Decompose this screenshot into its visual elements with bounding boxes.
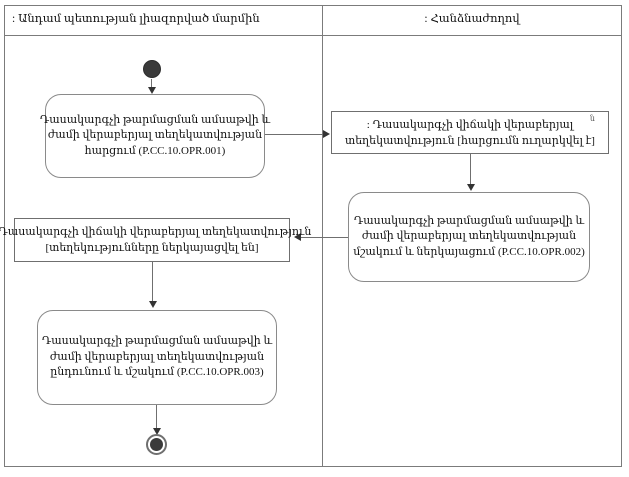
activity-text-line: Դասակարգչի թարմացման ամսաթվի և <box>41 335 273 348</box>
activity-text-line: ընդունում և մշակում (P.CC.10.OPR.003) <box>50 366 264 379</box>
activity-node-opr002: Դասակարգչի թարմացման ամսաթվի և ժամի վերա… <box>348 192 590 282</box>
flow-info-to-opr003 <box>152 262 153 302</box>
corner-mark-glyph: ն <box>589 114 595 123</box>
activity-text-line: հարցում (P.CC.10.OPR.001) <box>84 144 226 157</box>
activity-text-line: ժամի վերաբերյալ տեղեկատվության <box>361 230 577 243</box>
flow-request-to-opr002 <box>470 154 471 185</box>
lane-header-underline <box>4 35 622 36</box>
activity-text-line: մշակում և ներկայացում (P.CC.10.OPR.002) <box>353 245 585 258</box>
object-node-info-submitted: : Դասակարգչի վիճակի վերաբերյալ տեղեկատվո… <box>0 218 311 262</box>
arrowhead-right-icon <box>323 130 330 138</box>
flow-start-to-opr001 <box>151 79 152 88</box>
flow-opr003-to-end <box>156 405 157 429</box>
object-text-line: տեղեկատվություն [հարցումն ուղարկվել է] <box>345 134 595 147</box>
activity-node-opr003: Դասակարգչի թարմացման ամսաթվի և ժամի վերա… <box>37 310 277 405</box>
flow-opr002-to-info <box>301 237 348 238</box>
arrowhead-down-icon <box>467 184 475 191</box>
flow-opr001-to-request <box>265 134 324 135</box>
activity-text-line: ժամի վերաբերյալ տեղեկատվության <box>49 350 265 363</box>
arrowhead-down-icon <box>153 428 161 435</box>
start-node <box>143 60 161 78</box>
activity-text-line: Դասակարգչի թարմացման ամսաթվի և <box>39 113 271 126</box>
object-text-line: : Դասակարգչի վիճակի վերաբերյալ <box>366 118 574 131</box>
arrowhead-down-icon <box>149 301 157 308</box>
object-node-request-sent: : Դասակարգչի վիճակի վերաբերյալ տեղեկատվո… <box>331 111 609 154</box>
activity-text-line: ժամի վերաբերյալ տեղեկատվության <box>47 129 263 142</box>
end-node-core <box>150 438 163 451</box>
object-text-line: : Դասակարգչի վիճակի վերաբերյալ տեղեկատվո… <box>0 226 312 238</box>
activity-node-opr001: Դասակարգչի թարմացման ամսաթվի և ժամի վերա… <box>40 94 270 178</box>
end-node <box>146 434 167 455</box>
arrowhead-down-icon <box>148 87 156 94</box>
lane-divider <box>322 5 323 467</box>
diagram-frame <box>4 5 622 467</box>
activity-text-line: Դասակարգչի թարմացման ամսաթվի և <box>353 214 585 227</box>
arrowhead-left-icon <box>294 233 301 241</box>
lane-header-left: : Անդամ պետության լիազորված մարմին <box>12 13 260 25</box>
object-text-line: [տեղեկությունները ներկայացվել են] <box>45 242 259 254</box>
lane-header-right: : Հանձնաժողով <box>424 13 520 25</box>
